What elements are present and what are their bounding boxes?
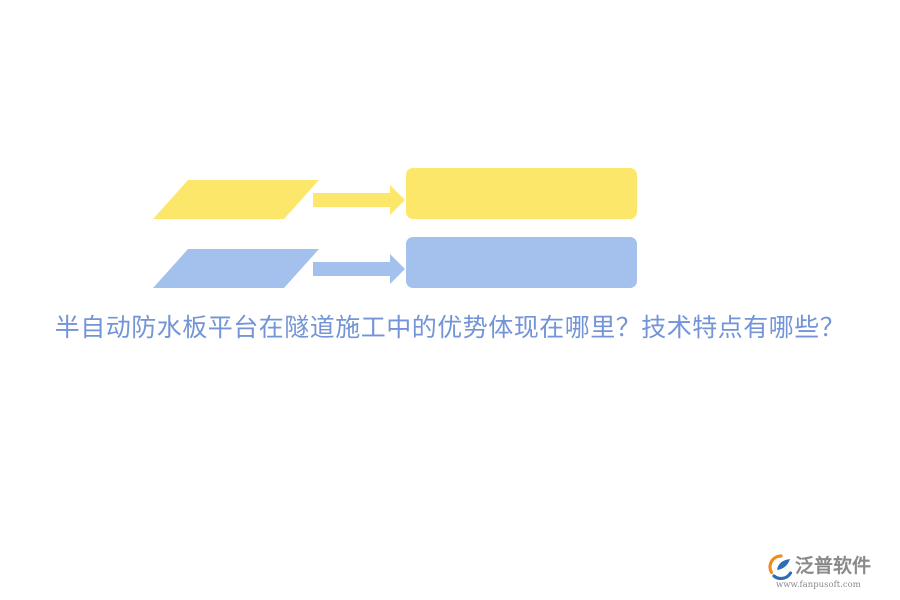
blue-arrow-right-icon xyxy=(313,254,405,284)
blue-target-box xyxy=(406,237,637,288)
yellow-parallelogram xyxy=(153,180,319,219)
brand-logo: 泛普软件 www.fanpusoft.com xyxy=(768,552,892,592)
blue-parallelogram xyxy=(153,249,319,288)
diagram-row-1 xyxy=(153,168,637,219)
yellow-arrow-right-icon xyxy=(313,185,405,215)
diagram-row-2 xyxy=(153,237,637,288)
headline-title: 半自动防水板平台在隧道施工中的优势体现在哪里？技术特点有哪些？ xyxy=(54,313,846,342)
brand-url: www.fanpusoft.com xyxy=(776,580,861,590)
yellow-target-box xyxy=(406,168,637,219)
brand-name: 泛普软件 xyxy=(795,555,872,577)
fanpu-logo-icon xyxy=(768,554,793,580)
